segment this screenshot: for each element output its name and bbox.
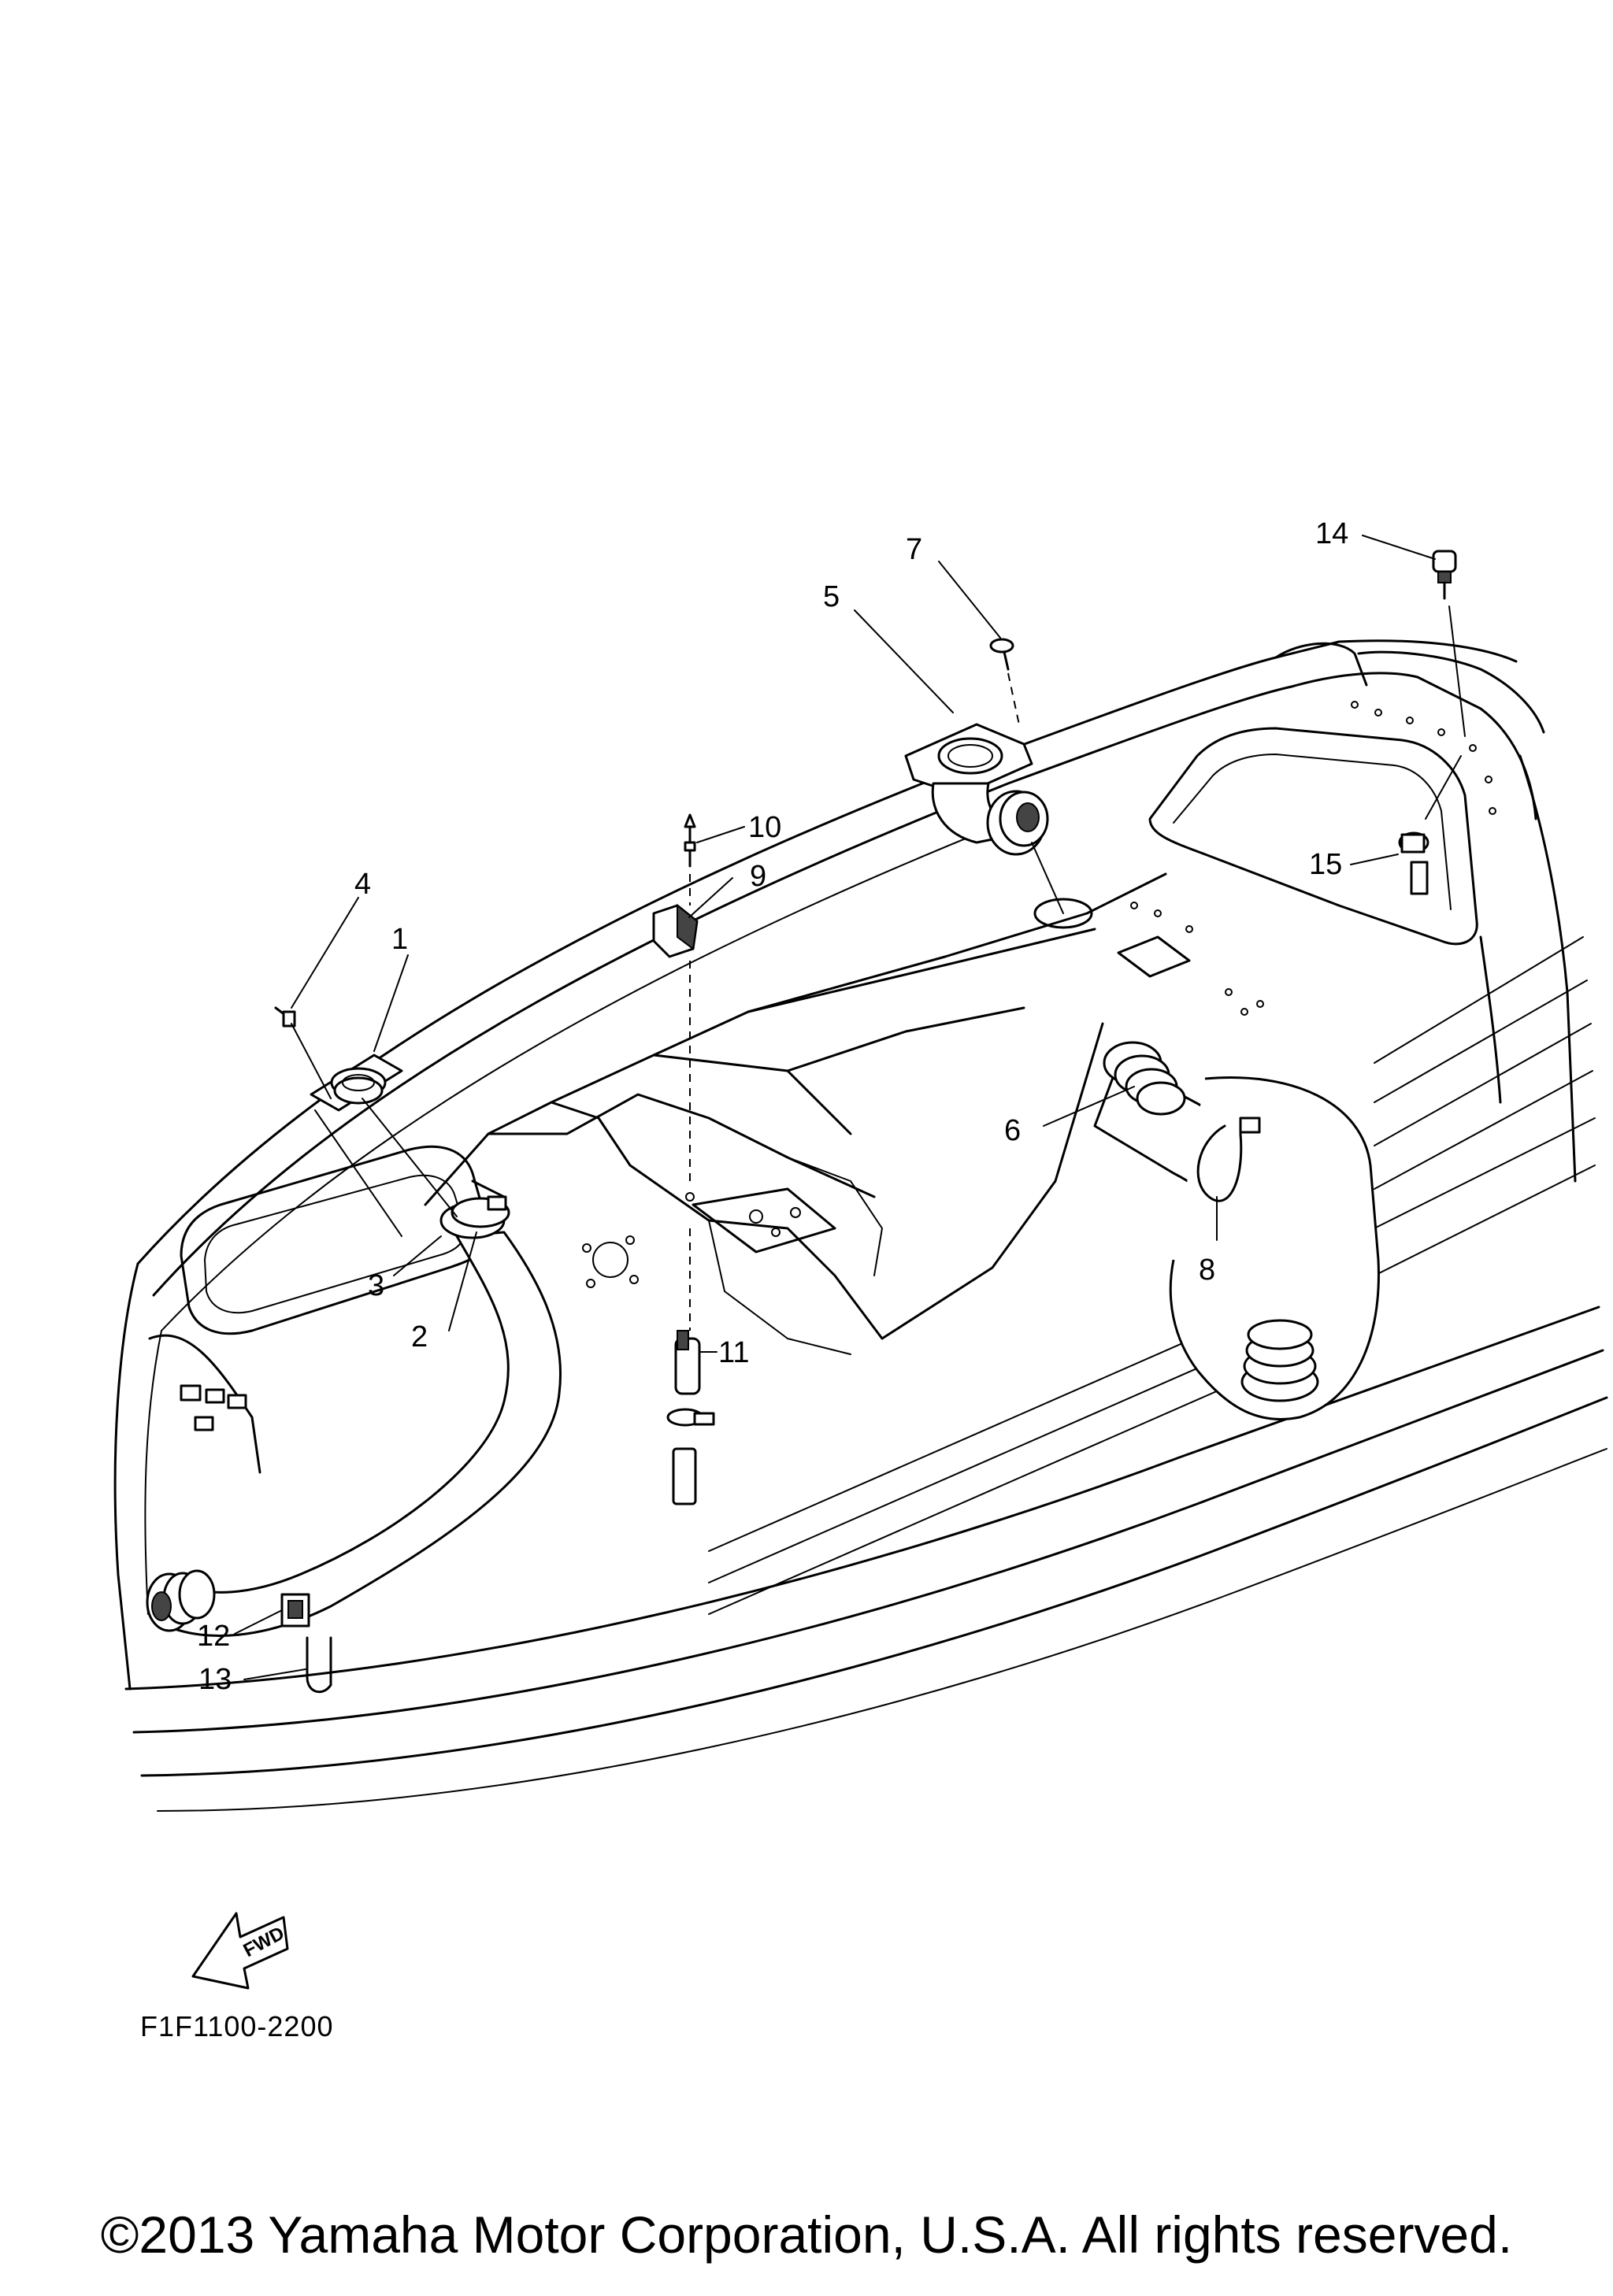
hook-13	[306, 1636, 332, 1694]
callout-3: 3	[368, 1269, 384, 1302]
diagram-code: F1F1100-2200	[140, 2010, 334, 2042]
clip-15	[1398, 831, 1429, 895]
damper-9	[652, 903, 699, 958]
screw-7	[989, 638, 1014, 671]
callout-6: 6	[1004, 1114, 1021, 1147]
plug-14	[1432, 550, 1457, 600]
callout-12: 12	[197, 1620, 230, 1653]
callout-15: 15	[1309, 848, 1342, 881]
hull-outline	[113, 639, 1608, 1812]
front-storage-opening	[148, 1145, 491, 1474]
callout-8: 8	[1199, 1254, 1215, 1287]
callout-1: 1	[391, 923, 408, 956]
front-air-duct	[146, 1231, 562, 1637]
rear-air-duct	[1093, 1041, 1380, 1420]
elbow-duct-5	[904, 723, 1049, 856]
seal-12	[280, 1593, 310, 1628]
fwd-label: FWD	[240, 1923, 288, 1961]
rivet-4	[274, 1006, 296, 1028]
callout-4: 4	[354, 868, 371, 901]
callout-2: 2	[411, 1320, 428, 1354]
callout-13: 13	[198, 1663, 232, 1696]
seat-frame	[424, 701, 1496, 1355]
hose-clip-11	[666, 1330, 715, 1505]
duct-cap-1	[310, 1054, 403, 1112]
bolt-pattern	[582, 1235, 639, 1288]
rivet-10	[684, 813, 696, 868]
fwd-arrow-icon: FWD	[191, 1912, 289, 1990]
leader-lines	[234, 535, 1436, 1680]
duct-band-8	[1196, 1117, 1261, 1202]
callout-9: 9	[750, 860, 766, 893]
callout-labels: 1 2 3 4 5 6 7 8 9 10 11 12 13 14 15	[197, 517, 1348, 1696]
copyright-notice: ©2013 Yamaha Motor Corporation, U.S.A. A…	[100, 2205, 1513, 2264]
callout-7: 7	[906, 533, 922, 566]
callout-5: 5	[823, 580, 840, 613]
callout-11: 11	[718, 1336, 749, 1369]
callout-14: 14	[1315, 517, 1348, 550]
callout-10: 10	[748, 811, 781, 844]
duct-clamp-3	[439, 1179, 510, 1239]
